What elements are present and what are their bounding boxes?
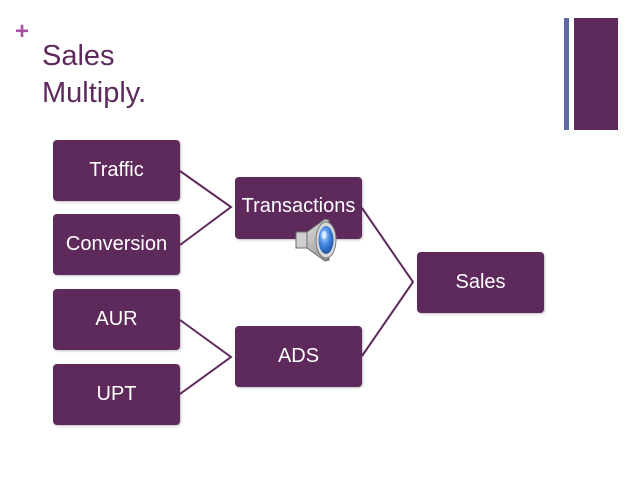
bracket-traffic-conversion-to-transactions [179,170,233,246]
title-line-2: Multiply. [42,77,147,109]
speaker-volume-icon[interactable] [293,217,345,263]
bracket-aur-upt-to-ads [179,319,233,395]
bracket-transactions-ads-to-sales [361,207,415,357]
node-upt: UPT [53,364,180,425]
node-sales: Sales [417,252,544,313]
node-ads: ADS [235,326,362,387]
node-aur: AUR [53,289,180,350]
slide-title: Sales Multiply. [42,38,146,112]
corner-decoration-stripe [564,18,569,130]
node-traffic: Traffic [53,140,180,201]
title-line-1: Sales [42,40,115,72]
plus-mark: + [15,18,30,45]
corner-decoration-block [574,18,618,130]
node-conversion: Conversion [53,214,180,275]
node-transactions: Transactions [235,177,362,239]
